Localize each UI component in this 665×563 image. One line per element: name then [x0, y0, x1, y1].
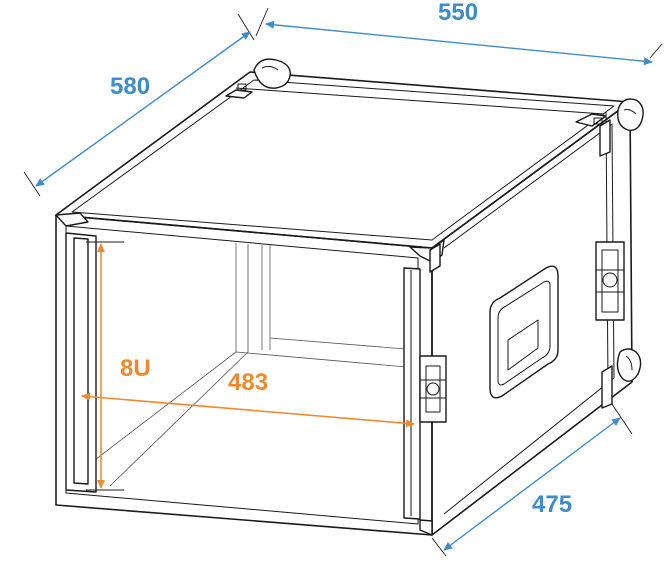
- corner-bracket-front-right: [429, 243, 441, 273]
- recessed-handle-icon: [489, 265, 559, 399]
- rack-rail-right: [403, 267, 421, 520]
- rack-rail-left: [65, 232, 97, 493]
- dimension-label-rack-width: 483: [228, 369, 268, 396]
- corner-front-bottom-right: [419, 519, 433, 536]
- dimension-depth: 580: [23, 13, 255, 197]
- ball-corner-icon: [616, 348, 642, 382]
- ball-corner-icon: [253, 58, 291, 89]
- corner-bracket-bottom-right: [601, 365, 613, 409]
- corner-bracket-rear-right: [575, 113, 611, 157]
- top-edge-trim: [235, 87, 605, 115]
- dimension-rack-height: 8U: [86, 241, 151, 491]
- corner-front-top-left: [55, 212, 89, 227]
- dimension-width: 550: [255, 0, 663, 66]
- dimension-label-inner-depth: 475: [532, 491, 572, 518]
- case-interior: [65, 243, 419, 487]
- dimension-label-depth: 580: [110, 73, 150, 100]
- dimension-inner-depth: 475: [431, 403, 633, 557]
- ball-corner-icon: [617, 98, 644, 131]
- butterfly-latch-icon: [419, 355, 447, 423]
- flight-case-drawing: [55, 58, 644, 536]
- dimension-label-rack-height: 8U: [120, 355, 151, 382]
- butterfly-latch-icon: [595, 241, 625, 321]
- dimension-label-width: 550: [438, 0, 478, 26]
- dimension-rack-width: 483: [81, 369, 415, 428]
- case-top-rim: [71, 79, 615, 241]
